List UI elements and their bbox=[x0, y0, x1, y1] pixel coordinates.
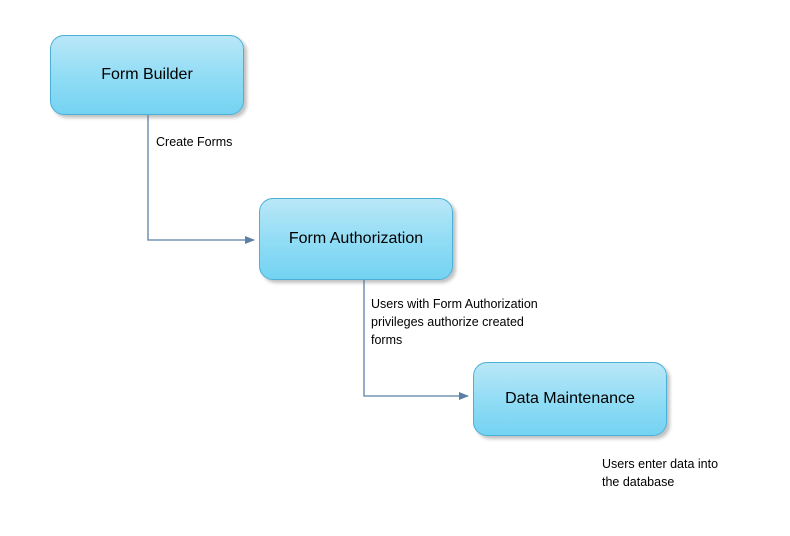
edge-label-authorize-forms: Users with Form Authorization privileges… bbox=[371, 297, 538, 347]
node-form-authorization-label: Form Authorization bbox=[288, 230, 424, 247]
node-form-builder[interactable]: Form Builder bbox=[50, 35, 244, 115]
node-data-maintenance-label: Data Maintenance bbox=[505, 390, 635, 407]
node-form-builder-label: Form Builder bbox=[101, 66, 193, 83]
node-data-maintenance[interactable]: Data Maintenance bbox=[473, 362, 667, 436]
node-form-authorization[interactable]: Form Authorization bbox=[259, 198, 453, 280]
connector-form-authorization-to-data-maintenance bbox=[363, 280, 469, 400]
edge-label-create-forms: Create Forms bbox=[156, 135, 233, 149]
connector-form-builder-to-form-authorization bbox=[147, 113, 255, 244]
annotation-data-entry-note: Users enter data into the database bbox=[602, 457, 719, 489]
